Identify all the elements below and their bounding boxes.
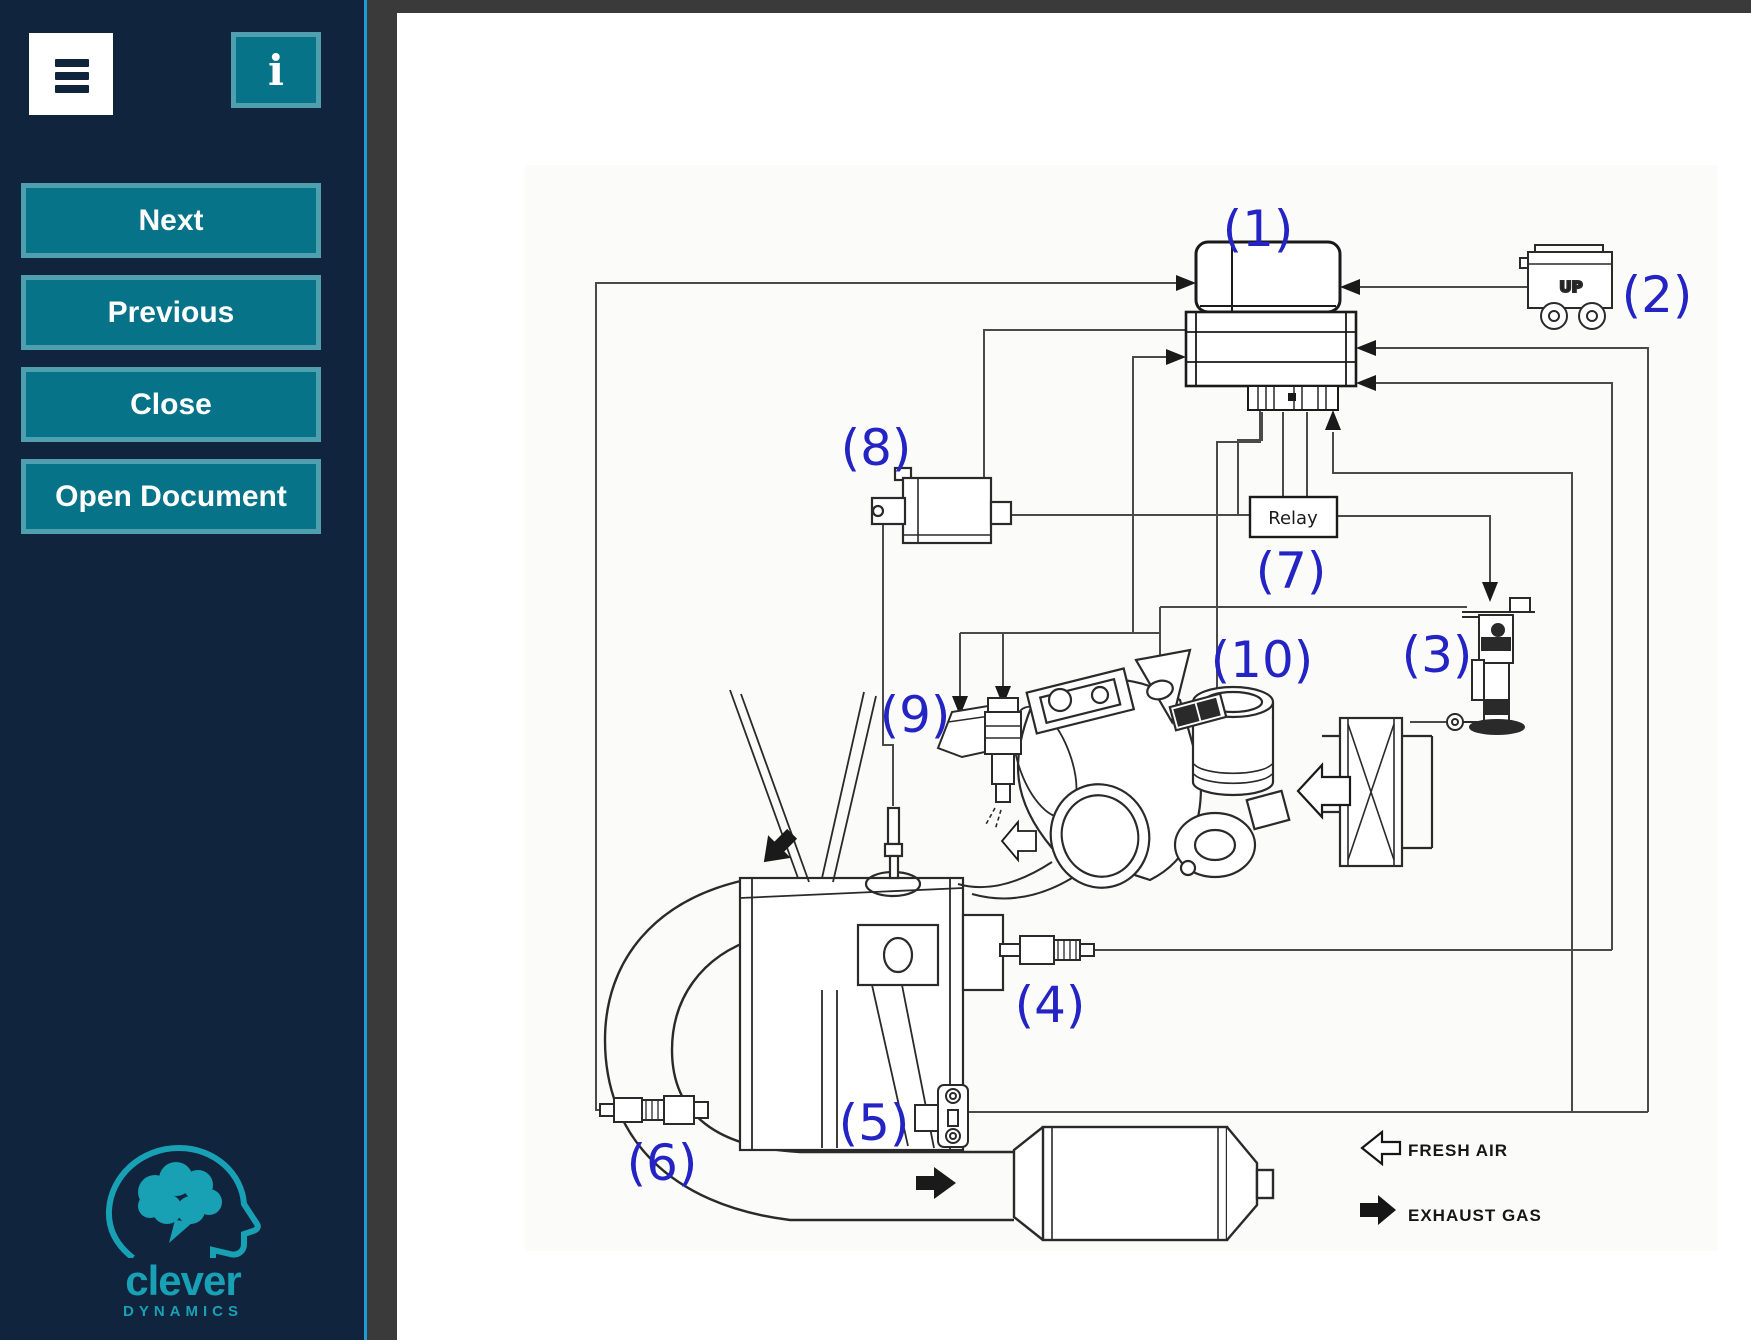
fuel-pump bbox=[1446, 597, 1535, 735]
next-button-label: Next bbox=[138, 203, 204, 237]
callout-4: (4) bbox=[1015, 976, 1086, 1034]
brain-shape bbox=[138, 1162, 222, 1243]
brand-logo: clever DYNAMICS bbox=[103, 1140, 263, 1320]
logo-brand-text: clever bbox=[125, 1257, 241, 1304]
wire-ecu-right-inner bbox=[1332, 432, 1573, 1112]
legend-exhaust-gas-arrow-icon bbox=[1360, 1195, 1396, 1225]
callout-3: (3) bbox=[1402, 626, 1473, 684]
previous-button[interactable]: Previous bbox=[21, 275, 321, 350]
wire-coil-to-plug bbox=[882, 520, 894, 806]
ecu-box bbox=[1184, 240, 1358, 411]
callout-6: (6) bbox=[627, 1134, 698, 1192]
logo-subtitle-text: DYNAMICS bbox=[122, 1303, 243, 1320]
menu-button[interactable] bbox=[29, 33, 113, 115]
sensor-mount-plate bbox=[961, 913, 1005, 992]
callout-5: (5) bbox=[839, 1094, 910, 1152]
wire-coil-to-ecu bbox=[983, 329, 1186, 505]
open-document-button-label: Open Document bbox=[55, 479, 287, 513]
tilt-sensor: UP bbox=[1519, 244, 1613, 330]
callout-7: (7) bbox=[1256, 542, 1327, 600]
callout-1: (1) bbox=[1223, 200, 1294, 258]
next-button[interactable]: Next bbox=[21, 183, 321, 258]
head-brain-logo-icon bbox=[105, 1144, 261, 1261]
ignition-coil bbox=[870, 466, 1013, 545]
fuel-spray bbox=[984, 807, 1002, 831]
callout-2: (2) bbox=[1622, 266, 1693, 324]
exhaust-flow-arrow-right bbox=[916, 1167, 956, 1199]
wire-ecu-to-injector bbox=[959, 356, 1173, 696]
callout-9: (9) bbox=[880, 686, 951, 744]
previous-button-label: Previous bbox=[107, 295, 235, 329]
callout-10: (10) bbox=[1211, 631, 1314, 689]
document-page: Relay UP (1) (2) (3) (4) (5) (6) (7) (8)… bbox=[397, 13, 1751, 1340]
legend-fresh-air-arrow-icon bbox=[1360, 1129, 1402, 1167]
sidebar: i Next Previous Close Open Document clev… bbox=[0, 0, 364, 1340]
wire-ecu-to-isc bbox=[1216, 410, 1261, 690]
engine-system-diagram: Relay UP (1) (2) (3) (4) (5) (6) (7) (8)… bbox=[525, 165, 1717, 1251]
relay-box: Relay bbox=[1248, 495, 1339, 539]
piston-pin-hole bbox=[882, 936, 914, 974]
close-button-label: Close bbox=[130, 387, 212, 421]
oxygen-sensor bbox=[599, 1095, 709, 1125]
isc-valve bbox=[1168, 685, 1275, 797]
coolant-temp-sensor bbox=[999, 935, 1095, 965]
exhaust-flow-arrow-downleft bbox=[763, 828, 798, 863]
valve-rockers bbox=[729, 689, 877, 883]
fresh-air-flow-arrow-left bbox=[1296, 762, 1352, 820]
muffler bbox=[1012, 1125, 1275, 1242]
callout-8: (8) bbox=[841, 419, 912, 477]
wire-arrowheads bbox=[952, 275, 1498, 716]
info-button[interactable]: i bbox=[231, 32, 321, 108]
legend-exhaust-gas-label: EXHAUST GAS bbox=[1408, 1206, 1542, 1225]
wire-coil-relay-connector bbox=[995, 412, 1263, 516]
fuel-hose-to-pump bbox=[1159, 606, 1467, 633]
legend-fresh-air-label: FRESH AIR bbox=[1408, 1141, 1508, 1160]
relay-label: Relay bbox=[1268, 508, 1318, 529]
fuel-injector bbox=[936, 697, 1022, 831]
injector-spray-arrow bbox=[1000, 819, 1037, 863]
intake-runner bbox=[957, 861, 1073, 900]
piston bbox=[856, 923, 940, 987]
wire-relay-to-pump bbox=[1337, 515, 1491, 582]
engine-cylinder bbox=[729, 689, 1005, 1152]
wire-ecu-right-outer bbox=[1369, 347, 1649, 1112]
crank-position-sensor bbox=[914, 1084, 969, 1148]
wire-ecu-to-temp bbox=[1369, 382, 1613, 950]
spark-plug bbox=[883, 806, 904, 880]
wire-ecu-to-relay bbox=[1282, 412, 1308, 497]
throttle-bore bbox=[1049, 783, 1151, 889]
open-document-button[interactable]: Open Document bbox=[21, 459, 321, 534]
sidebar-accent-divider bbox=[364, 0, 367, 1340]
info-icon: i bbox=[268, 45, 284, 95]
close-button[interactable]: Close bbox=[21, 367, 321, 442]
tilt-sensor-up-label: UP bbox=[1559, 278, 1582, 296]
legend: FRESH AIR EXHAUST GAS bbox=[1360, 1129, 1542, 1225]
throttle-body bbox=[1012, 648, 1291, 889]
